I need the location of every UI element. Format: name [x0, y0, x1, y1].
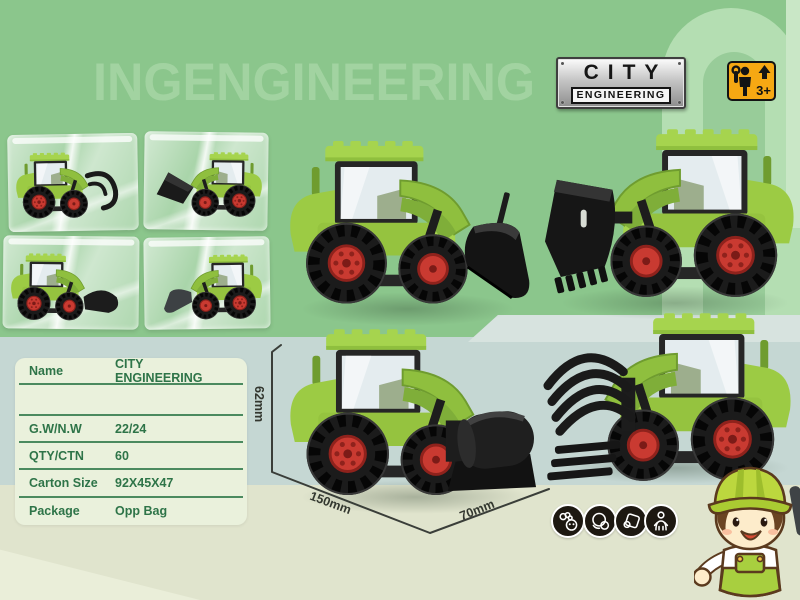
- hand-ball-icon: [583, 504, 617, 538]
- table-row-qty-ctn: QTY/CTN 60: [19, 443, 243, 470]
- table-row-name: Name CITY ENGINEERING: [19, 356, 243, 385]
- bagged-toy-scoop: [2, 235, 140, 330]
- bagged-toy-shovel: [143, 131, 269, 231]
- row-label: Name: [29, 363, 64, 378]
- bagged-tractor-claw-image: [13, 147, 119, 229]
- mascot-worker-boy: [694, 466, 800, 598]
- row-label: Carton Size: [29, 476, 98, 490]
- row-value: 22/24: [115, 421, 147, 436]
- row-label: G.W/N.W: [29, 421, 82, 436]
- brand-subtitle: ENGINEERING: [570, 87, 672, 104]
- vehicle-front-loader: [544, 126, 800, 315]
- row-label: QTY/CTN: [29, 448, 84, 463]
- vehicle-bulldozer: [283, 138, 530, 321]
- table-row-empty: [19, 385, 243, 416]
- bagged-tractor-shovel-image: [156, 145, 264, 229]
- bagged-toy-claw: [7, 132, 139, 233]
- child-figure-icon: [644, 504, 678, 538]
- table-row-package: Package Opp Bag: [19, 498, 243, 523]
- height-dimension-label: 62mm: [252, 386, 266, 423]
- age-badge: 3+: [727, 61, 776, 101]
- row-value: 92X45X47: [115, 476, 174, 490]
- bagged-tractor-blade-image: [164, 250, 265, 330]
- row-label: Package: [29, 503, 80, 518]
- table-row-carton-size: Carton Size 92X45X47: [19, 470, 243, 498]
- vehicle-road-roller: [283, 326, 537, 513]
- worker-wrench-arrow-icon: [731, 65, 771, 96]
- spec-table: Name CITY ENGINEERING G.W/N.W 22/24 QTY/…: [15, 356, 247, 525]
- brand-name: CITY: [583, 61, 668, 84]
- tilted-box-icon: [614, 504, 648, 538]
- age-badge-label: 3+: [756, 83, 771, 98]
- row-value: 60: [115, 448, 129, 463]
- bagged-toy-blade: [143, 236, 271, 330]
- table-row-gw-nw: G.W/N.W 22/24: [19, 416, 243, 443]
- background-right-strip: [786, 0, 800, 228]
- thought-bubble-face-icon: [551, 504, 585, 538]
- bagged-tractor-scoop-image: [9, 249, 119, 330]
- row-value: Opp Bag: [115, 503, 168, 518]
- row-value: CITY ENGINEERING: [115, 356, 203, 385]
- vehicle-rake-loader: [543, 310, 798, 499]
- watermark-text: INGENGINEERING: [93, 53, 536, 112]
- brand-plate: CITY ENGINEERING: [556, 57, 686, 109]
